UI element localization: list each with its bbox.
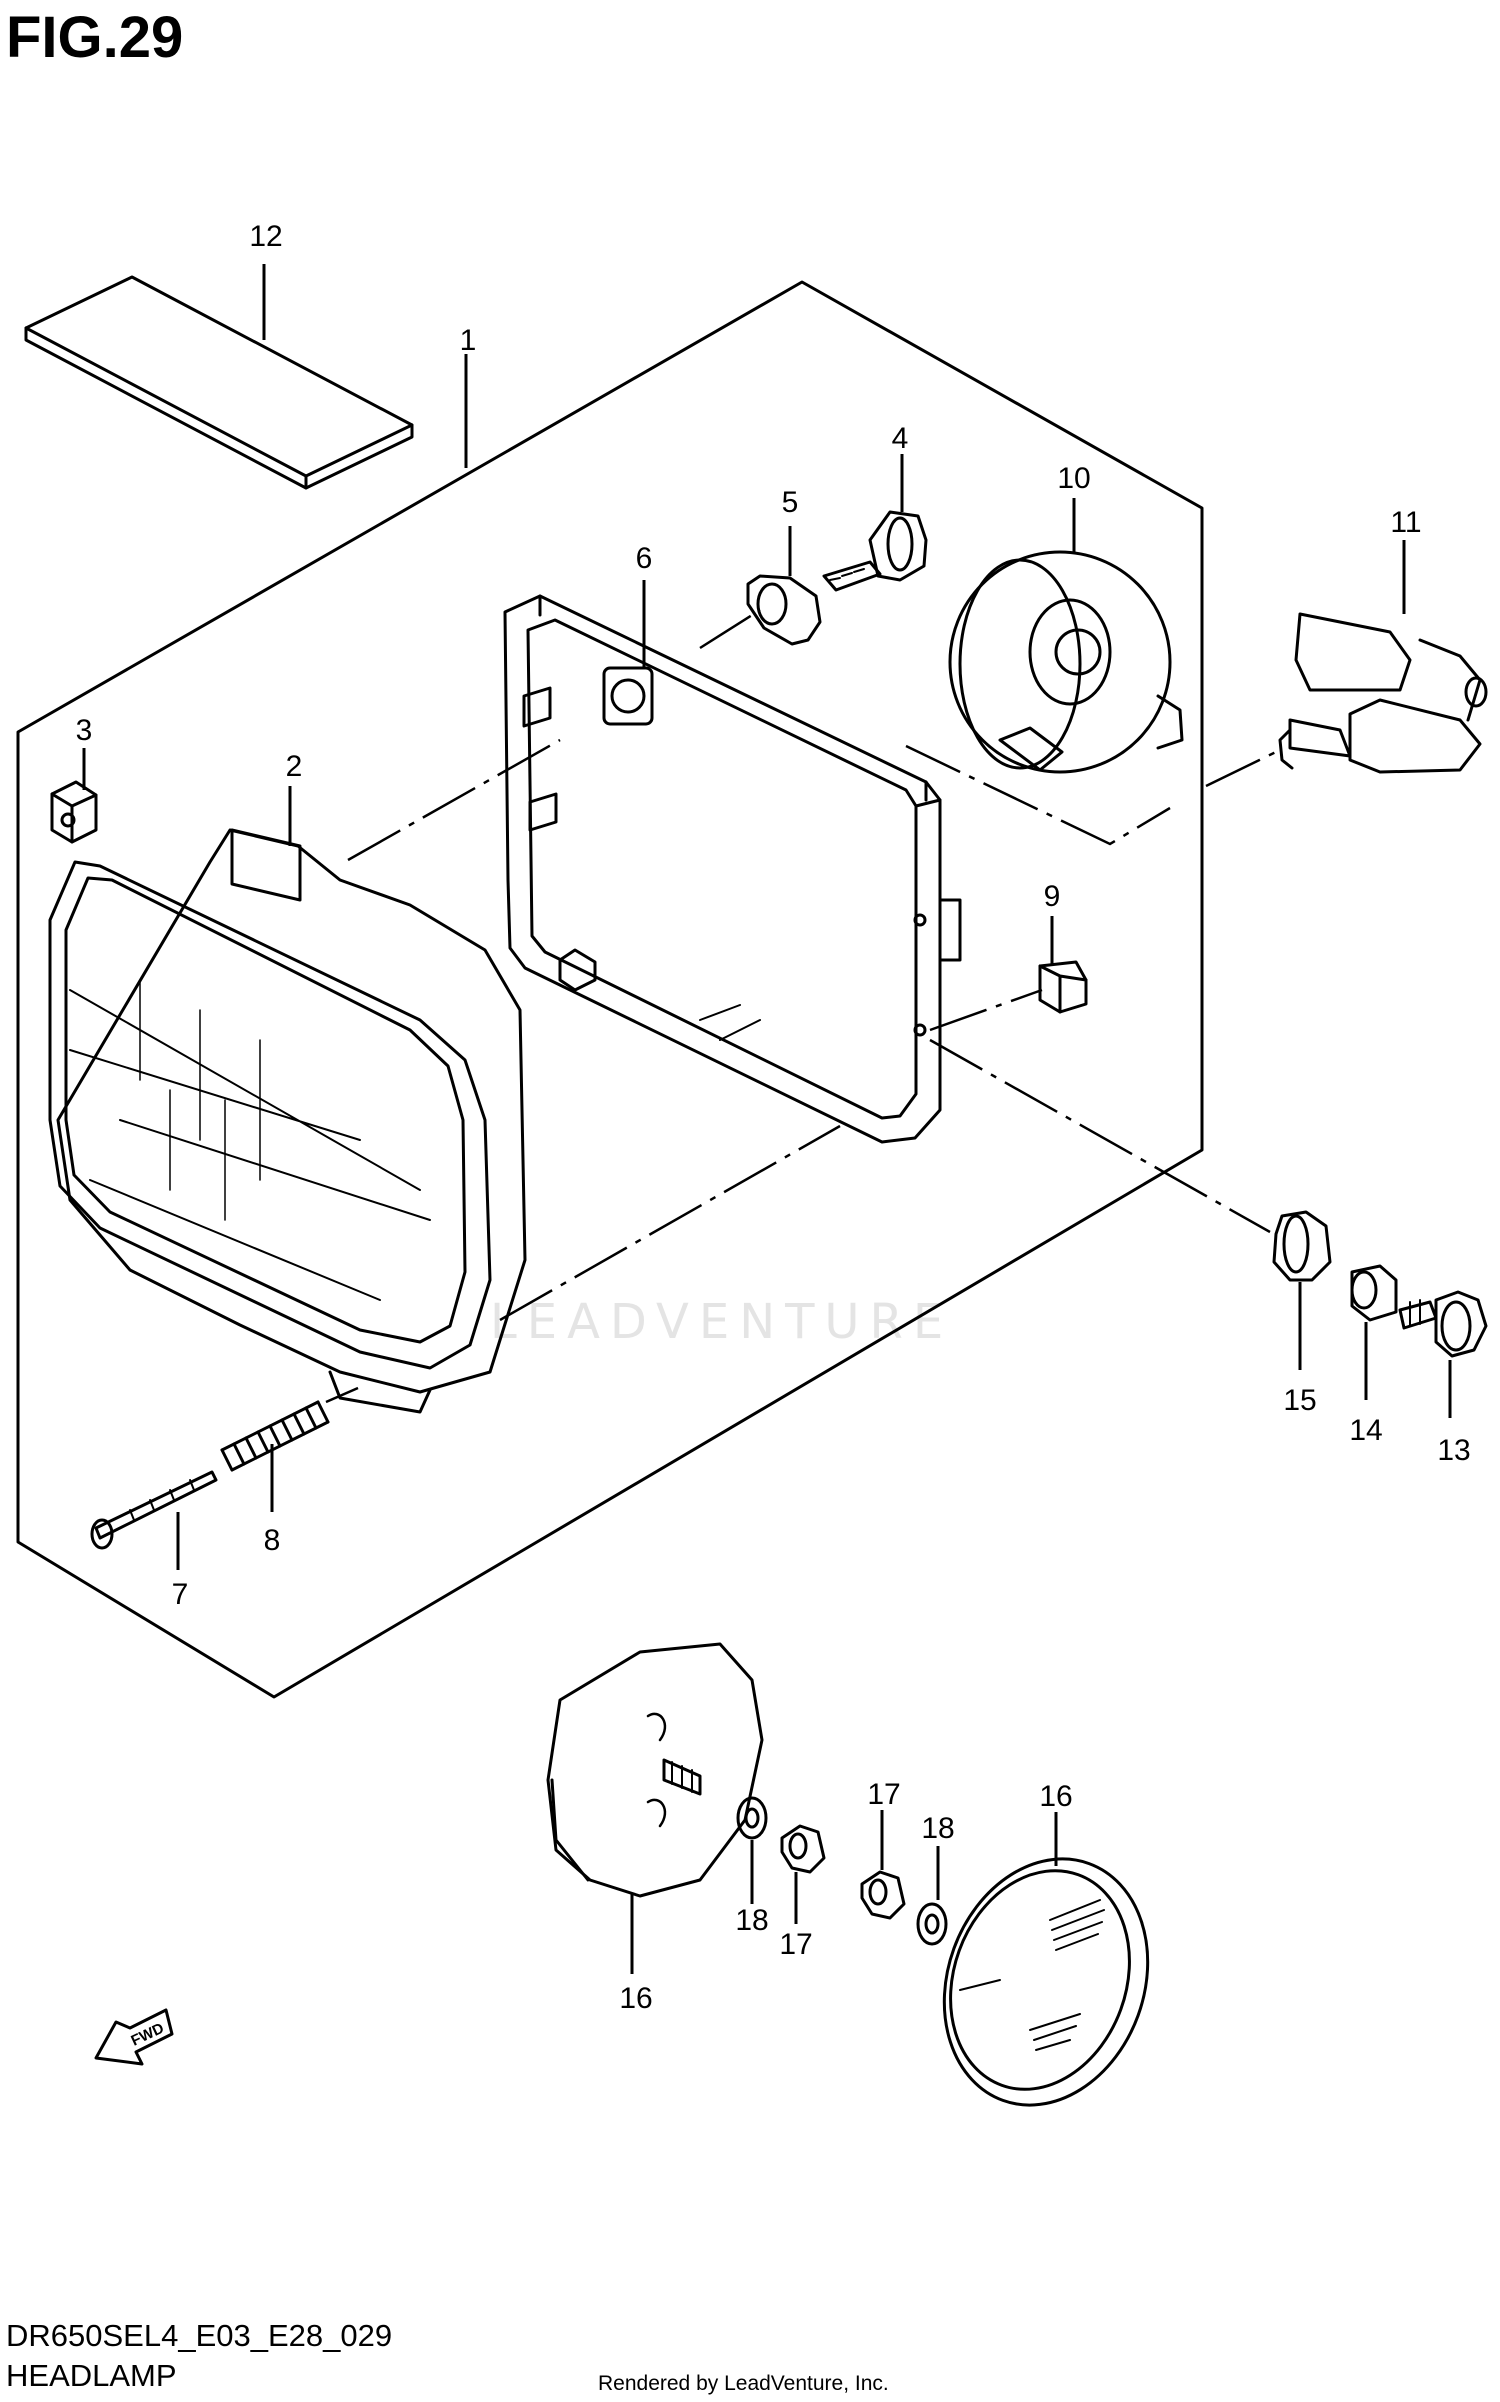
- assembly-line-frame-headlamp: [347, 738, 561, 862]
- part-2-headlamp-unit: [48, 828, 527, 1414]
- assembly-line-clip: [929, 988, 1043, 1032]
- assembly-line-adjuster: [929, 1038, 1271, 1234]
- model-code: DR650SEL4_E03_E28_029: [6, 2318, 393, 2353]
- watermark: LEADVENTURE: [490, 1294, 954, 1350]
- callout-13: 13: [1437, 1434, 1470, 1467]
- part-6-mounting-frame: [503, 594, 962, 1144]
- callout-9: 9: [1044, 880, 1061, 913]
- figure-title: FIG.29: [6, 5, 184, 70]
- part-14-collar: [1350, 1264, 1398, 1322]
- callout-17-right: 17: [867, 1778, 900, 1811]
- callout-8: 8: [264, 1524, 281, 1557]
- assembly-line-bulb: [1205, 748, 1281, 788]
- part-9-clip: [1038, 960, 1088, 1014]
- callout-15: 15: [1283, 1384, 1316, 1417]
- part-5-grommet: [746, 574, 822, 646]
- part-10-bulb-socket: [948, 550, 1184, 774]
- part-7-long-screw: [90, 1470, 218, 1550]
- assembly-line-spring: [325, 1386, 359, 1404]
- part-8-spring: [220, 1400, 330, 1472]
- part-12-label-plate: [24, 275, 414, 490]
- callout-12: 12: [249, 220, 282, 253]
- assembly-line-frame-bottom: [499, 1124, 841, 1322]
- part-15-grommet: [1272, 1210, 1332, 1282]
- assembly-line-socket: [905, 744, 1171, 846]
- part-4-screw: [822, 510, 928, 592]
- part-16-cover-left: [546, 1642, 764, 1898]
- part-18-washer-right: [916, 1902, 948, 1946]
- part-3-nut: [50, 780, 98, 844]
- callout-4: 4: [892, 422, 909, 455]
- part-13-bolt: [1398, 1290, 1488, 1358]
- callout-10: 10: [1057, 462, 1090, 495]
- assembly-line-grommet: [699, 608, 761, 650]
- callout-14: 14: [1349, 1414, 1382, 1447]
- part-17-nut-right: [860, 1870, 906, 1920]
- part-11-bulb: [1278, 612, 1488, 774]
- part-16-lens-right: [942, 1857, 1150, 2107]
- callout-16-right: 16: [1039, 1780, 1072, 1813]
- callout-6: 6: [636, 542, 653, 575]
- callout-18-right: 18: [921, 1812, 954, 1845]
- callout-17-left: 17: [779, 1928, 812, 1961]
- fwd-arrow-icon: [94, 2008, 174, 2066]
- callout-5: 5: [782, 486, 799, 519]
- render-credit: Rendered by LeadVenture, Inc.: [598, 2372, 889, 2395]
- figure-name: HEADLAMP: [6, 2358, 177, 2393]
- part-17-nut-left: [780, 1824, 826, 1874]
- callout-7: 7: [172, 1578, 189, 1611]
- callout-16-left: 16: [619, 1982, 652, 2015]
- callout-11: 11: [1390, 506, 1421, 539]
- callout-2: 2: [286, 750, 303, 783]
- part-18-washer-left: [736, 1796, 768, 1840]
- callout-18-left: 18: [735, 1904, 768, 1937]
- assembly-boundary: [16, 280, 1204, 1699]
- callout-3: 3: [76, 714, 93, 747]
- callout-1: 1: [460, 324, 477, 357]
